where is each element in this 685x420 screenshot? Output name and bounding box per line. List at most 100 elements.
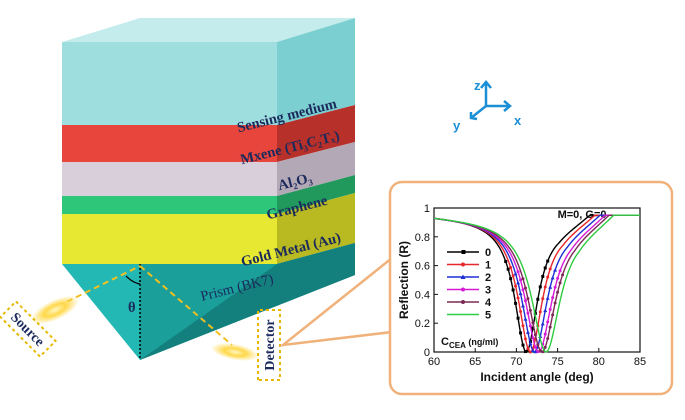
legend-label-4: 4 <box>485 297 492 309</box>
series-marker-2 <box>548 285 553 289</box>
source-glow <box>31 295 79 325</box>
series-marker-2 <box>530 348 535 353</box>
series-marker-4 <box>541 350 545 354</box>
series-marker-0 <box>541 274 545 278</box>
series-marker-0 <box>531 326 535 330</box>
series-marker-2 <box>520 303 525 308</box>
series-marker-4 <box>546 336 550 340</box>
chart-frame <box>388 180 674 396</box>
series-marker-4 <box>523 286 527 290</box>
series-marker-2 <box>528 341 533 346</box>
prism-left-face <box>62 264 140 360</box>
series-marker-3 <box>558 269 562 273</box>
x-tick-label: 70 <box>510 356 522 368</box>
series-marker-4 <box>538 349 542 353</box>
series-marker-4 <box>531 321 535 325</box>
legend-title: CCEA (ng/ml) <box>441 336 498 350</box>
series-line-5 <box>433 214 640 353</box>
series-marker-0 <box>514 301 518 305</box>
sensing-front-face <box>62 42 277 125</box>
sensing-top-face <box>62 18 355 42</box>
series-marker-2 <box>553 267 558 272</box>
series-marker-2 <box>523 317 528 321</box>
mxene-front-face <box>62 125 277 162</box>
legend-label-5: 5 <box>485 310 491 322</box>
series-marker-4 <box>533 333 537 337</box>
source-frame <box>0 300 57 358</box>
series-marker-1 <box>546 275 550 279</box>
y-axis-label: y <box>453 118 461 133</box>
coordinate-axes <box>469 80 512 121</box>
series-marker-3 <box>531 336 535 340</box>
x-axis-arrow <box>503 100 512 112</box>
series-marker-2 <box>533 349 538 354</box>
x-tick-label: 60 <box>428 356 440 368</box>
reflected-beam-line <box>139 265 233 346</box>
y-tick-label: 0 <box>424 347 430 359</box>
series-marker-1 <box>516 296 520 300</box>
series-marker-0 <box>506 267 510 271</box>
series-marker-3 <box>546 320 550 324</box>
series-marker-0 <box>546 259 550 263</box>
y-tick-label: 0.2 <box>415 318 430 330</box>
series-marker-4 <box>551 313 555 317</box>
series-marker-4 <box>543 345 547 349</box>
series-marker-2 <box>543 308 548 313</box>
graphene-front-face <box>62 196 277 214</box>
series-marker-2 <box>518 291 523 296</box>
series-marker-3 <box>553 285 557 289</box>
series-marker-3 <box>536 350 540 354</box>
series-marker-0 <box>509 277 513 281</box>
series-marker-1 <box>509 265 513 269</box>
series-marker-0 <box>516 316 520 320</box>
series-marker-3 <box>533 345 537 349</box>
detector: Detector <box>211 309 281 381</box>
series-marker-4 <box>526 297 530 301</box>
detector-frame <box>257 309 281 381</box>
z-axis-arrow <box>480 80 492 89</box>
series-marker-1 <box>521 324 525 328</box>
x-tick-label: 75 <box>551 356 563 368</box>
detector-glow <box>211 343 259 361</box>
series-marker-0 <box>504 259 508 263</box>
series-marker-0 <box>511 288 515 292</box>
x-tick-label: 65 <box>469 356 481 368</box>
series-marker-4 <box>553 301 557 305</box>
series-marker-1 <box>519 310 523 314</box>
series-marker-3 <box>556 276 560 280</box>
series-marker-0 <box>543 266 547 270</box>
series-marker-1 <box>541 297 545 301</box>
legend-marker-1 <box>461 262 465 267</box>
y-tick-label: 0.8 <box>415 232 430 244</box>
series-marker-1 <box>523 337 527 341</box>
legend-marker-3 <box>461 287 465 292</box>
legend-marker-0 <box>461 250 466 254</box>
series-marker-2 <box>525 330 530 334</box>
prism-right-face <box>140 243 355 360</box>
y-axis-arrow <box>469 112 478 121</box>
legend-label-3: 3 <box>485 285 491 297</box>
al2o3-side-face <box>277 142 355 196</box>
series-marker-0 <box>538 285 542 289</box>
graphene-side-face <box>277 175 355 214</box>
series-marker-3 <box>528 324 532 328</box>
series-marker-1 <box>526 346 530 350</box>
gold-front-face <box>62 214 277 264</box>
series-marker-1 <box>538 310 542 314</box>
y-axis-title: Reflection (R) <box>397 241 411 319</box>
series-marker-3 <box>548 307 552 311</box>
gold-side-face <box>277 193 355 264</box>
light-source: Source <box>0 295 79 358</box>
series-marker-4 <box>558 281 562 285</box>
chart-annotation: M=0, G=0 <box>558 209 607 221</box>
x-tick-label: 80 <box>593 356 605 368</box>
series-marker-0 <box>523 350 527 354</box>
series-marker-2 <box>540 321 545 326</box>
series-marker-3 <box>526 311 530 315</box>
series-marker-4 <box>521 277 525 281</box>
y-tick-label: 1 <box>424 203 430 215</box>
series-marker-1 <box>543 285 547 289</box>
